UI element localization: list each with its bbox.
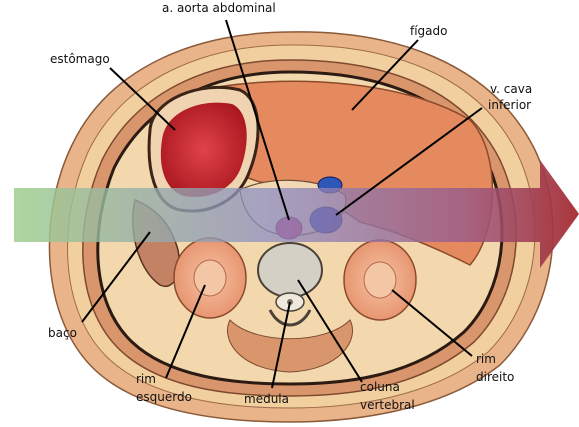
label-baco: baço bbox=[48, 326, 77, 340]
label-figado: fígado bbox=[410, 24, 448, 38]
label-rim-direito-1: rim bbox=[476, 352, 496, 366]
label-medula: medula bbox=[244, 392, 289, 406]
label-estomago: estômago bbox=[50, 52, 110, 66]
label-aorta: a. aorta abdominal bbox=[162, 1, 276, 15]
left-kidney bbox=[174, 238, 246, 318]
label-rim-esquerdo-1: rim bbox=[136, 372, 156, 386]
label-vcava-2: inferior bbox=[488, 98, 531, 112]
label-vcava-1: v. cava bbox=[490, 82, 532, 96]
right-kidney bbox=[344, 240, 416, 320]
label-rim-direito-2: direito bbox=[476, 370, 514, 384]
label-coluna-2: vertebral bbox=[360, 398, 415, 412]
label-coluna-1: coluna bbox=[360, 380, 400, 394]
label-rim-esquerdo-2: esquerdo bbox=[136, 390, 192, 404]
